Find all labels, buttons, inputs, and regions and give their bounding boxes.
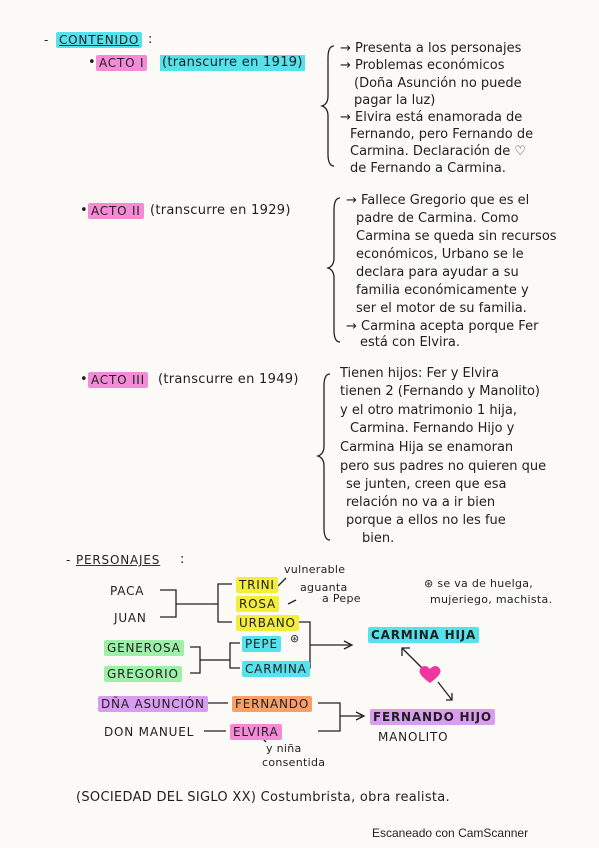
acto3-note: Carmina Hija se enamoran [340,440,514,455]
acto1-time: (transcurre en 1919) [160,55,305,71]
acto1-note: Fernando, pero Fernando de [350,127,534,142]
acto2-note: está con Elvira. [360,335,461,350]
char-juan: JUAN [114,611,147,625]
acto1-bullet: • [88,55,96,70]
personajes-colon: : [180,552,185,567]
bracket-trini-urbano [217,583,232,623]
acto3-note: relación no va a ir bien [346,495,496,510]
acto2-note: → Carmina acepta porque Fer [346,319,539,334]
note-aguanta: a Pepe [322,592,361,605]
acto1-note: (Doña Asunción no puede [354,76,522,91]
personajes-title: PERSONAJES [76,553,161,567]
note-nina: y niña [266,742,302,755]
char-rosa: ROSA [236,596,280,612]
acto2-time: (transcurre en 1929) [150,203,291,218]
char-fernando-hijo: FERNANDO HIJO [370,709,495,725]
acto1-note: pagar la luz) [354,93,436,108]
char-elvira: ELVIRA [230,724,282,740]
acto2-bullet: • [80,203,88,218]
acto3-note: se junten, creen que esa [346,477,507,492]
acto2-note: → Fallece Gregorio que es el [346,193,530,208]
acto1-note: Carmina. Declaración de ♡ [350,144,527,159]
acto3-note: Tienen hijos: Fer y Elvira [340,366,499,381]
note-vulnerable: vulnerable [284,563,346,576]
acto3-note: y el otro matrimonio 1 hija, [340,403,517,418]
brace-acto3 [315,373,331,541]
acto3-bullet: • [80,372,88,387]
char-gregorio: GREGORIO [104,666,182,682]
note-pepe: mujeriego, machista. [430,593,553,606]
acto3-note: tienen 2 (Fernando y Manolito) [340,384,541,399]
bracket-pepe-carmina [229,642,240,669]
char-carmina: CARMINA [242,661,310,677]
brace-acto2 [325,197,341,343]
acto2-note: declara para ayudar a su [356,265,519,280]
contenido-colon: : [148,32,153,47]
acto1-note: → Problemas económicos [340,58,505,73]
acto1-note: → Presenta a los personajes [340,41,522,56]
acto1-label: ACTO I [96,55,148,71]
char-trini: TRINI [236,577,278,593]
char-pepe: PEPE [242,636,281,652]
acto2-note: familia económicamente y [356,283,529,298]
acto3-note: bien. [362,531,395,546]
char-generosa: GENEROSA [104,640,184,656]
acto2-note: Carmina se queda sin recursos [356,229,557,244]
acto3-note: Carmina. Fernando Hijo y [350,421,515,436]
bracket-generosa-gregorio [190,646,201,674]
pepe-star-icon: ⊛ [290,632,300,645]
scanner-watermark: Escaneado con CamScanner [372,826,529,840]
conclusion-line: (SOCIEDAD DEL SIGLO XX) Costumbrista, ob… [76,790,450,805]
acto3-time: (transcurre en 1949) [158,372,299,387]
note-pepe: ⊛ se va de huelga, [424,577,534,590]
bracket-paca-juan [160,589,177,618]
acto3-label: ACTO III [88,372,148,388]
note-aguanta: aguanta [300,581,348,594]
acto2-note: económicos, Urbano se le [356,247,524,262]
char-carmina-hija: CARMINA HIJA [368,627,480,643]
char-urbano: URBANO [236,615,299,631]
brace-acto1 [319,45,335,167]
contenido-dash: - [44,33,50,47]
acto2-label: ACTO II [88,203,144,219]
bracket-fernando-elvira [318,702,341,732]
char-manolito: MANOLITO [378,730,449,744]
heart-icon [419,666,441,683]
acto2-note: ser el motor de su familia. [356,301,527,316]
char-fernando: FERNANDO [232,696,313,712]
acto3-note: pero sus padres no quieren que [340,459,547,474]
note-nina: consentida [262,756,326,769]
acto1-note: → Elvira está enamorada de [340,110,523,125]
char-paca: PACA [110,584,145,598]
acto1-note: de Fernando a Carmina. [350,161,506,176]
acto3-note: porque a ellos no les fue [346,513,506,528]
char-manuel: DON MANUEL [104,725,195,739]
contenido-title: CONTENIDO [56,32,143,48]
personajes-dash: - [66,553,72,567]
acto2-note: padre de Carmina. Como [356,211,519,226]
char-asuncion: DÑA ASUNCIÓN [98,696,208,712]
